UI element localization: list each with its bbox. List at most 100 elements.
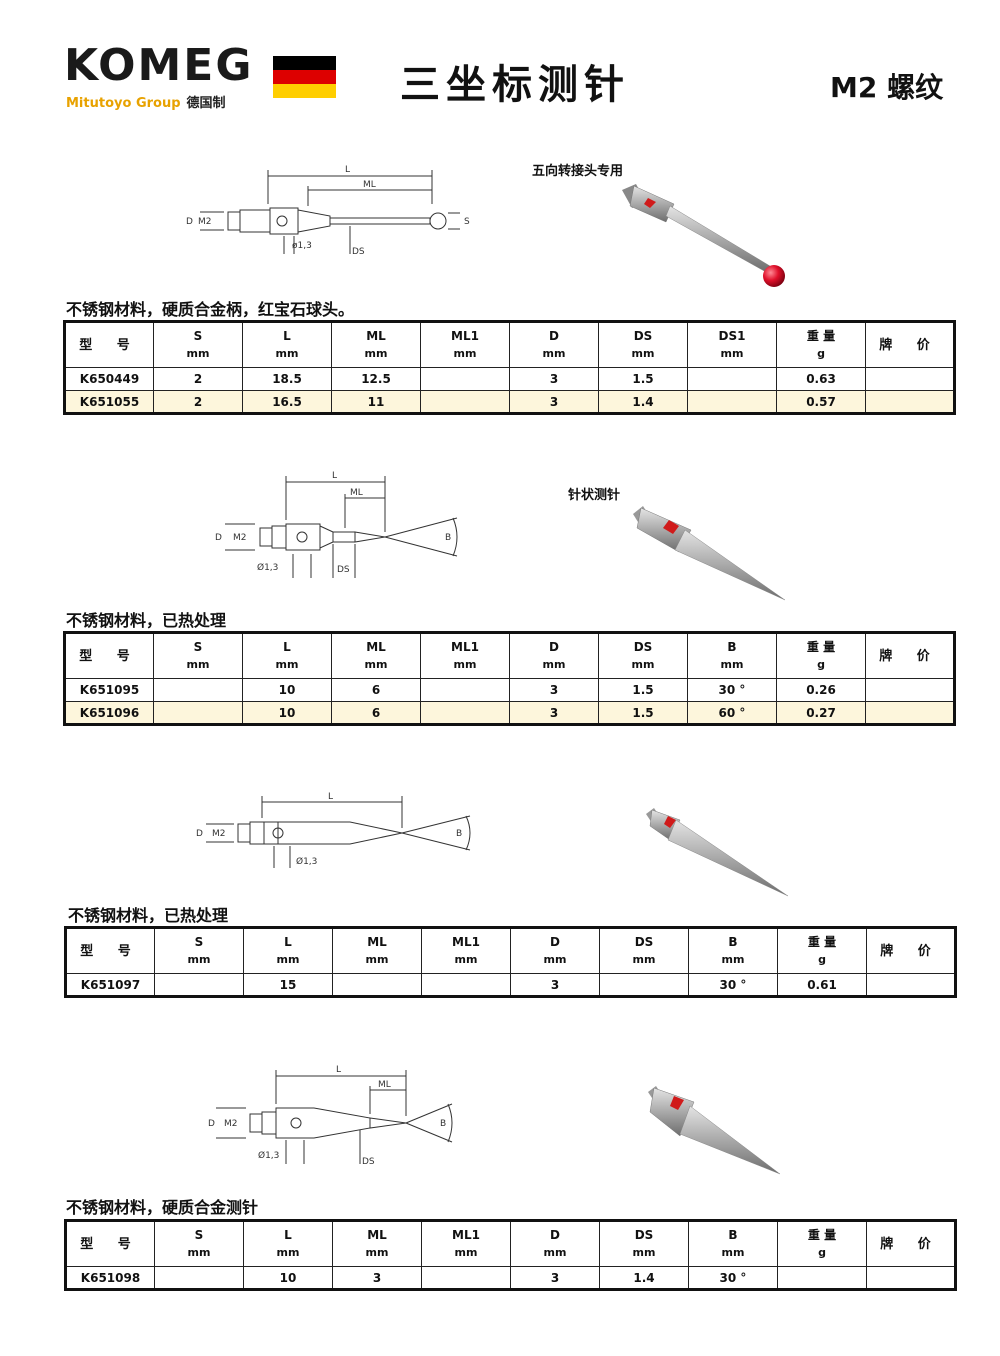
drawing-label-D: D [215,533,222,543]
drawing-label-D: D [208,1119,215,1129]
drawing-label-D: D [186,217,193,227]
cell: 30 ° [687,678,777,702]
german-flag-icon [273,56,336,98]
cell-model: K651097 [65,973,155,997]
drawing-label-dia: ø1,3 [292,241,312,251]
photo-label-2: 针状测针 [568,488,621,503]
cell-model: K651096 [64,701,154,725]
cell [687,390,777,414]
cell: 2 [153,390,243,414]
cell [154,1266,244,1290]
drawing-label-L: L [345,165,350,175]
drawing-label-M2: M2 [198,217,212,227]
cell: 6 [331,678,421,702]
page-title: 三坐标测针 [400,62,630,108]
technical-drawing-2: L ML D M2 B DS Ø1,3 [215,471,458,578]
cell: 2 [153,367,243,391]
drawing-label-DS: DS [352,247,365,257]
col-header-model: 型 号 [65,1220,155,1267]
cell [420,678,510,702]
country-label: 德国制 [186,96,226,111]
cell [153,701,243,725]
technical-drawing-1: L ML D M2 S DS ø1,3 [186,165,470,257]
cell: 3 [510,1266,600,1290]
cell [421,973,511,997]
drawing-label-ML: ML [363,180,376,190]
section-caption-2: 不锈钢材料，已热处理 [66,611,227,630]
cell: 0.27 [776,701,866,725]
section-caption-3: 不锈钢材料，已热处理 [68,906,229,925]
drawing-label-dia: Ø1,3 [258,1150,279,1161]
drawing-label-L: L [332,471,337,481]
drawing-label-M2: M2 [224,1119,238,1129]
cell: 0.26 [776,678,866,702]
table-row: K651095 10 6 3 1.5 30 ° 0.26 [64,678,955,702]
cell [420,701,510,725]
drawing-label-B: B [445,533,451,543]
table-row: K651097 15 3 30 ° 0.61 [65,973,956,997]
cell: 15 [243,973,333,997]
cell [777,1266,867,1290]
drawing-label-M2: M2 [212,829,226,839]
cell: 60 ° [687,701,777,725]
brand-subtitle: Mitutoyo Group 德国制 [66,92,226,111]
cell [154,973,244,997]
cell: 1.5 [598,367,688,391]
drawing-label-dia: Ø1,3 [257,562,278,573]
cell: 10 [242,678,332,702]
technical-drawing-4: L ML D M2 B DS Ø1,3 [208,1065,453,1167]
drawing-label-L: L [336,1065,341,1075]
cell [865,678,955,702]
cell: 3 [510,973,600,997]
stylus-photo-4 [648,1086,781,1175]
table-row: K650449 2 18.5 12.5 3 1.5 0.63 [64,367,955,391]
group-label: Mitutoyo Group [66,96,181,111]
section-caption-4: 不锈钢材料，硬质合金测针 [66,1198,259,1217]
table-row: K651098 10 3 3 1.4 30 ° [65,1266,956,1290]
drawing-label-dia: Ø1,3 [296,856,317,867]
table-row: K651055 2 16.5 11 3 1.4 0.57 [64,390,955,414]
cell: 18.5 [242,367,332,391]
cell [599,973,689,997]
cell-model: K651098 [65,1266,155,1290]
drawing-label-M2: M2 [233,533,247,543]
drawing-label-B: B [440,1119,446,1129]
cell [687,367,777,391]
cell: 3 [509,367,599,391]
cell [865,367,955,391]
cell [866,1266,956,1290]
cell: 30 ° [688,1266,778,1290]
drawing-label-D: D [196,829,203,839]
drawing-label-DS: DS [362,1157,375,1167]
stylus-photo-3 [646,808,789,897]
cell: 0.61 [777,973,867,997]
cell-model: K651095 [64,678,154,702]
cell: 3 [332,1266,422,1290]
cell: 16.5 [242,390,332,414]
cell: 3 [509,390,599,414]
cell [332,973,422,997]
